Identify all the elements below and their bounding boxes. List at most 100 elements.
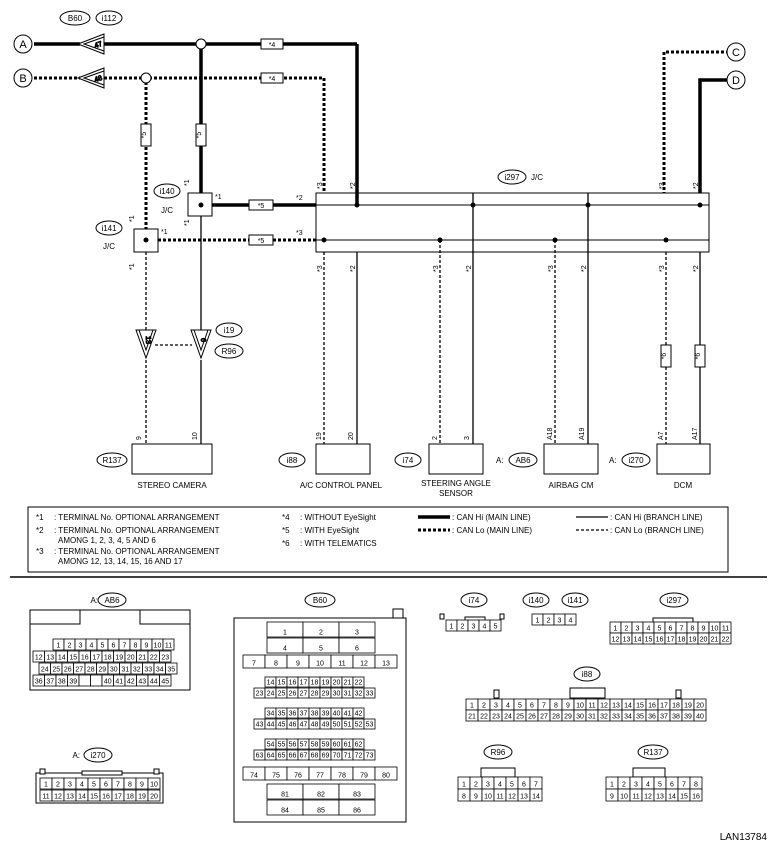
svg-text:*1: *1 <box>184 179 191 186</box>
inline-connector-6: 6 <box>190 329 212 360</box>
svg-text:6: 6 <box>355 646 359 653</box>
svg-text:42: 42 <box>355 711 363 718</box>
face-ab6-label: AB6 <box>97 592 127 608</box>
svg-text:*2: *2 <box>693 265 700 272</box>
svg-text:18: 18 <box>678 637 686 644</box>
svg-text:*4: *4 <box>282 513 290 522</box>
svg-text:*2: *2 <box>36 526 44 535</box>
component-ac-control-panel: 19 20 A/C CONTROL PANEL i88 <box>278 432 383 490</box>
svg-text:i140: i140 <box>159 187 175 196</box>
svg-text:i74: i74 <box>403 456 414 465</box>
svg-text:13: 13 <box>612 703 620 710</box>
svg-text:84: 84 <box>281 808 289 815</box>
svg-text:27: 27 <box>540 714 548 721</box>
option-6-box-hi: *6 <box>694 344 706 368</box>
svg-text:*4: *4 <box>269 76 276 83</box>
face-i270-label: i270 <box>83 747 113 763</box>
svg-text:40: 40 <box>104 679 112 686</box>
svg-text:12: 12 <box>360 661 368 668</box>
face-i88-label: i88 <box>573 666 601 682</box>
svg-text:D: D <box>732 75 740 87</box>
svg-text:R96: R96 <box>491 748 506 757</box>
svg-text:9: 9 <box>702 626 706 633</box>
svg-text:65: 65 <box>278 753 286 760</box>
svg-text:77: 77 <box>316 773 324 780</box>
svg-text:B: B <box>19 73 26 85</box>
svg-text:11: 11 <box>42 794 49 801</box>
svg-text:10: 10 <box>711 626 719 633</box>
svg-text:63: 63 <box>256 753 264 760</box>
svg-text:27: 27 <box>300 691 308 698</box>
svg-text:43: 43 <box>256 722 264 729</box>
svg-text:18: 18 <box>311 680 319 687</box>
svg-text:*3: *3 <box>548 265 555 272</box>
svg-text:*3: *3 <box>317 182 324 189</box>
svg-text:J/C: J/C <box>531 173 543 182</box>
svg-text:*5: *5 <box>196 132 203 139</box>
svg-text:17: 17 <box>92 655 100 662</box>
svg-text:4: 4 <box>90 643 94 650</box>
svg-text:48: 48 <box>311 722 319 729</box>
svg-text:33: 33 <box>144 667 152 674</box>
option-5-box-horiz-hi: *5 <box>248 199 274 211</box>
svg-text:4: 4 <box>506 703 510 710</box>
connector-i19-label: i19 <box>215 322 243 338</box>
svg-text:5: 5 <box>92 782 96 789</box>
svg-text:2: 2 <box>547 618 551 625</box>
svg-text:8: 8 <box>554 703 558 710</box>
svg-text:: CAN Lo (BRANCH LINE): : CAN Lo (BRANCH LINE) <box>610 526 704 535</box>
svg-text:10: 10 <box>316 661 324 668</box>
svg-text:i112: i112 <box>102 14 117 23</box>
option-5-box-vert-hi: *5 <box>195 123 207 147</box>
svg-text:1: 1 <box>470 703 474 710</box>
svg-text:14: 14 <box>668 794 676 801</box>
svg-text:34: 34 <box>156 667 164 674</box>
svg-text:SENSOR: SENSOR <box>439 489 473 498</box>
svg-text:1: 1 <box>283 630 287 637</box>
svg-text:86: 86 <box>353 808 361 815</box>
option-6-box-lo: *6 <box>660 344 672 368</box>
svg-text:4: 4 <box>569 618 573 625</box>
svg-text:14: 14 <box>634 637 642 644</box>
svg-text:29: 29 <box>98 667 106 674</box>
svg-text:11: 11 <box>588 703 595 710</box>
svg-text:1: 1 <box>57 643 61 650</box>
svg-text:67: 67 <box>300 753 308 760</box>
svg-text:49: 49 <box>322 722 330 729</box>
component-dcm: A7 A17 DCM A: i270 <box>609 427 711 490</box>
svg-text:45: 45 <box>278 722 286 729</box>
svg-text:78: 78 <box>338 773 346 780</box>
can-hi-main-line-top <box>34 42 739 193</box>
svg-text:19: 19 <box>316 432 323 440</box>
svg-text:12: 12 <box>600 703 608 710</box>
svg-text:39: 39 <box>684 714 692 721</box>
svg-text:7: 7 <box>534 782 538 789</box>
svg-text:16: 16 <box>692 794 700 801</box>
svg-text:10: 10 <box>576 703 584 710</box>
svg-text:AB6: AB6 <box>515 456 531 465</box>
svg-text:3: 3 <box>472 624 476 631</box>
svg-text:13: 13 <box>46 655 54 662</box>
svg-text:6: 6 <box>669 626 673 633</box>
svg-text:83: 83 <box>353 792 361 799</box>
svg-text:*1: *1 <box>184 219 191 226</box>
svg-text:2: 2 <box>622 782 626 789</box>
svg-text:25: 25 <box>52 667 60 674</box>
svg-text:19: 19 <box>322 680 330 687</box>
svg-text:22: 22 <box>150 655 158 662</box>
svg-text:33: 33 <box>612 714 620 721</box>
svg-text:*3: *3 <box>659 182 666 189</box>
svg-text:74: 74 <box>250 773 258 780</box>
svg-text:28: 28 <box>552 714 560 721</box>
svg-text:7: 7 <box>123 643 127 650</box>
svg-text:14: 14 <box>624 703 632 710</box>
connector-i112-label: i112 <box>95 10 123 26</box>
svg-text:5: 5 <box>319 646 323 653</box>
svg-text:21: 21 <box>138 655 146 662</box>
terminal-b: B <box>13 68 33 88</box>
svg-text:20: 20 <box>348 432 355 440</box>
svg-text:36: 36 <box>35 679 43 686</box>
svg-text:5: 5 <box>658 626 662 633</box>
svg-text:39: 39 <box>69 679 77 686</box>
